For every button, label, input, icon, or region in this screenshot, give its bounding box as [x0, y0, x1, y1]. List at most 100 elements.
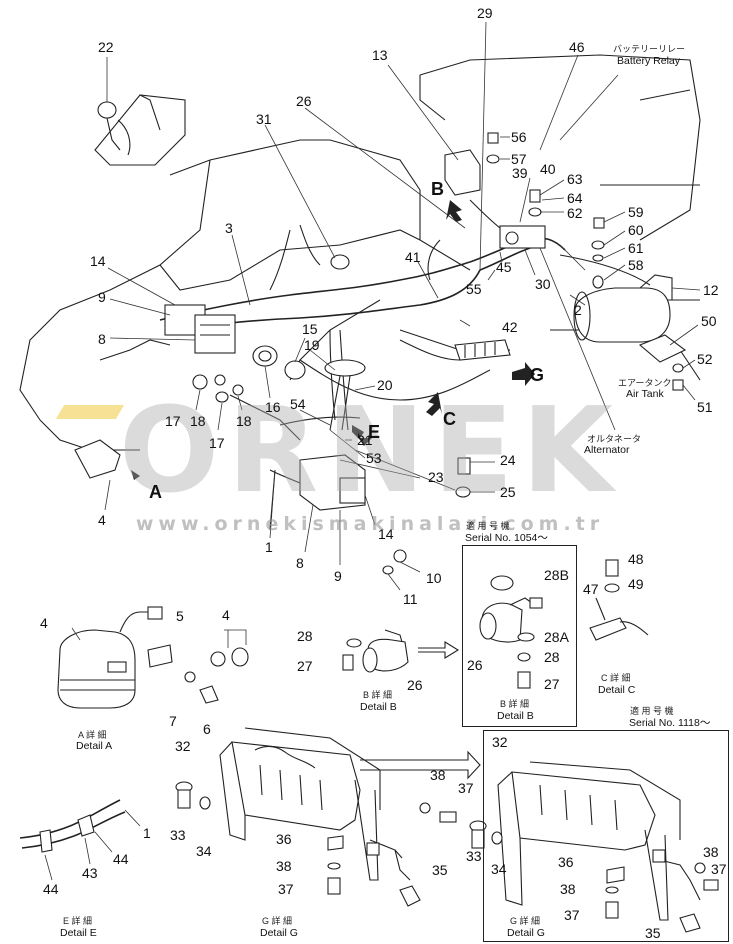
leader-lines: [104, 21, 701, 591]
callout: 57: [511, 151, 527, 167]
callout: 51: [697, 399, 713, 415]
serial-1054-frame: [462, 545, 577, 727]
callout: 44: [43, 881, 59, 897]
callout: 33: [466, 848, 482, 864]
callout: 58: [628, 257, 644, 273]
callout: 2: [574, 302, 582, 318]
callout: 27: [297, 658, 313, 674]
callout: 36: [276, 831, 292, 847]
callout: 28A: [544, 629, 569, 645]
callout: 45: [496, 259, 512, 275]
detail-a-caption: Detail A: [76, 740, 113, 752]
watermark-brand: ORNEK: [119, 381, 621, 519]
serial-1054-jp: 適 用 号 機: [466, 521, 510, 531]
bracket-13: [444, 149, 481, 196]
callout: 11: [403, 591, 418, 607]
horn-31: [330, 254, 350, 270]
callout: 13: [372, 47, 388, 63]
callout: 54: [290, 396, 306, 412]
callout: 26: [407, 677, 423, 693]
callout: 39: [512, 165, 528, 181]
air-tank-label: Air Tank: [626, 388, 664, 400]
callout: 35: [645, 925, 661, 941]
serial-1118-frame: [483, 730, 729, 942]
callout: 18: [236, 413, 252, 429]
steering-column-19: [324, 359, 366, 431]
callout: 50: [701, 313, 717, 329]
callout: 34: [196, 843, 212, 859]
detail-c-caption: Detail C: [598, 684, 636, 696]
callout: 14: [378, 526, 394, 542]
serial-1118-jp: 適 用 号 機: [630, 706, 674, 716]
callout: 31: [256, 111, 272, 127]
callout: 9: [98, 289, 106, 305]
gear-lever-assembly: [94, 57, 186, 166]
callout: 23: [428, 469, 444, 485]
air-tank-jp-label: エアータンク: [618, 378, 672, 388]
callout: 43: [82, 865, 98, 881]
detail-b-left-drawing: [342, 629, 460, 673]
detail-e-jp: E 詳 細: [63, 916, 93, 926]
view-letter-b: B: [431, 179, 444, 199]
callout: 7: [169, 713, 177, 729]
callout: 63: [567, 171, 583, 187]
callout: 42: [502, 319, 518, 335]
callout: 64: [567, 190, 583, 206]
view-letter-g: G: [530, 365, 545, 385]
callout: 6: [203, 721, 211, 737]
callout: 61: [628, 240, 644, 256]
serial-1054-label: Serial No. 1054～: [465, 532, 548, 544]
callout: 9: [334, 568, 342, 584]
callout: 28B: [544, 567, 569, 583]
callout: 21: [357, 432, 373, 448]
detail-g1-jp: G 詳 細: [262, 916, 293, 926]
callout: 47: [583, 581, 599, 597]
callout: 62: [567, 205, 583, 221]
callout: 28: [544, 649, 560, 665]
view-arrows: [131, 200, 535, 480]
callout: 60: [628, 222, 644, 238]
detail-b-right-drawing: [479, 575, 543, 689]
callout: 40: [540, 161, 556, 177]
callout: 48: [628, 551, 644, 567]
callout: 10: [426, 570, 442, 586]
plate-50: [638, 334, 687, 363]
callout: 41: [405, 249, 421, 265]
callout: 52: [697, 351, 713, 367]
callout: 17: [209, 435, 225, 451]
relay-box-upper: [164, 304, 236, 354]
detail-g1-caption: Detail G: [260, 927, 298, 939]
detail-b2-caption: Detail B: [497, 710, 534, 722]
detail-g2-jp: G 詳 細: [510, 916, 541, 926]
callout: 19: [304, 337, 320, 353]
callout: 37: [711, 861, 727, 877]
detail-b2-jp: B 詳 細: [500, 699, 530, 709]
detail-g-right-drawing: [469, 761, 719, 933]
callout: 20: [377, 377, 393, 393]
callout: 18: [190, 413, 206, 429]
battery-relay-label: Battery Relay: [617, 55, 681, 67]
watermark-url: www.ornekismakinalari.com.tr: [135, 513, 605, 535]
callout: 33: [170, 827, 186, 843]
callout: 38: [276, 858, 292, 874]
battery-relay-jp-label: バッテリーリレー: [613, 44, 686, 54]
detail-g2-caption: Detail G: [507, 927, 545, 939]
detail-c-jp: C 詳 細: [601, 673, 631, 683]
alternator-label: Alternator: [584, 444, 630, 456]
callout: 37: [564, 907, 580, 923]
callout: 32: [175, 738, 191, 754]
air-tank: [573, 274, 673, 343]
callout: 32: [492, 734, 508, 750]
callout: 25: [500, 484, 516, 500]
callout: 56: [511, 129, 527, 145]
view-letter-e: E: [368, 422, 381, 442]
alternator-jp-label: オルタネータ: [587, 434, 642, 444]
callout: 44: [113, 851, 129, 867]
detail-c-drawing: [589, 559, 649, 641]
fuse-box-lower: [299, 454, 366, 511]
callout: 1: [143, 825, 151, 841]
callout: 4: [98, 512, 106, 528]
callout: 49: [628, 576, 644, 592]
